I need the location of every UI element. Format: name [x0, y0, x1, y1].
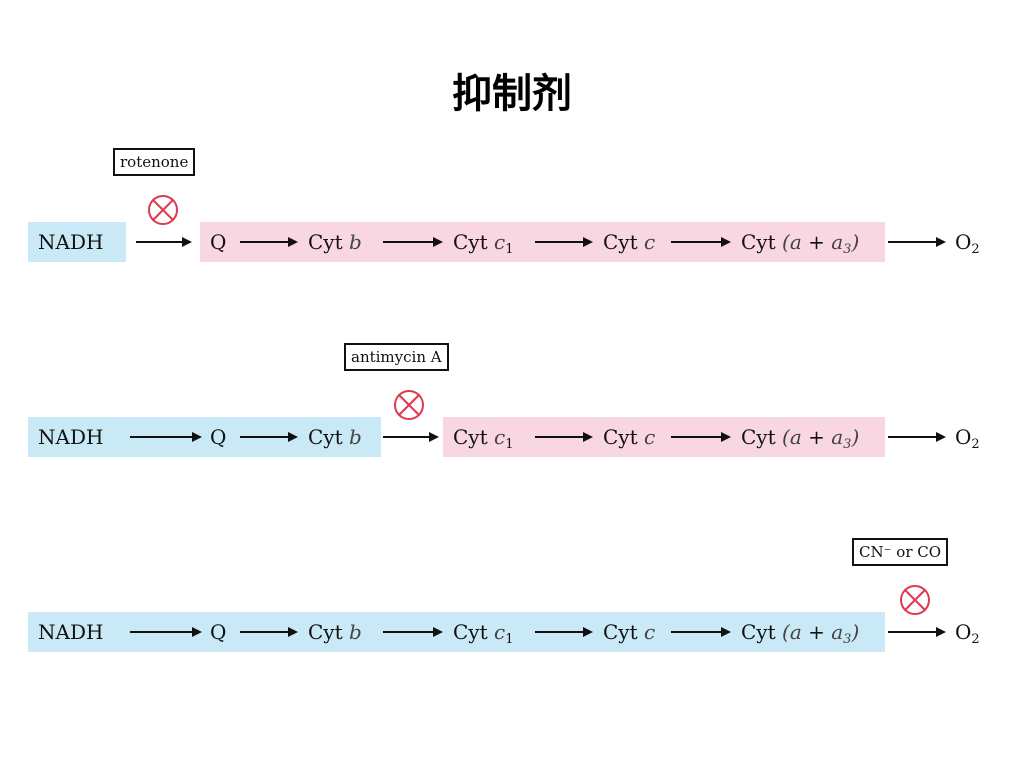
node-o2: O2 [955, 425, 980, 452]
node-cyt-c: Cyt c [603, 230, 656, 254]
inhibitor-label: rotenone [113, 148, 196, 176]
unaffected-region [28, 222, 126, 262]
node-cyt-c: Cyt c [603, 425, 656, 449]
node-nadh: NADH [38, 620, 104, 644]
inhibitor-label: CN⁻ or CO [852, 538, 949, 566]
node-cyt-aa3: Cyt (a + a3) [741, 425, 860, 452]
node-cyt-aa3: Cyt (a + a3) [741, 230, 860, 257]
node-q: Q [210, 620, 227, 644]
inhibit-icon [148, 195, 178, 225]
node-q: Q [210, 425, 227, 449]
arrow [671, 430, 731, 444]
arrow [240, 235, 298, 249]
node-cyt-b: Cyt b [308, 620, 362, 644]
node-cyt-b: Cyt b [308, 230, 362, 254]
diagram-antimycin-a: antimycin A NADH Q Cyt b Cyt c1 Cyt c Cy… [0, 335, 1024, 485]
unaffected-region [28, 417, 381, 457]
node-cyt-b: Cyt b [308, 425, 362, 449]
arrow [383, 430, 439, 444]
arrow [535, 235, 593, 249]
slide-title: 抑制剂 [452, 71, 572, 117]
arrow [888, 625, 946, 639]
inhibit-icon [900, 585, 930, 615]
node-o2: O2 [955, 620, 980, 647]
arrow [383, 625, 443, 639]
arrow [240, 430, 298, 444]
arrow [383, 235, 443, 249]
node-nadh: NADH [38, 230, 104, 254]
diagram-cyanide-co: CN⁻ or CO NADH Q Cyt b Cyt c1 Cyt c Cyt … [0, 530, 1024, 680]
node-o2: O2 [955, 230, 980, 257]
arrow [535, 430, 593, 444]
arrow [535, 625, 593, 639]
arrow [671, 235, 731, 249]
node-cyt-c1: Cyt c1 [453, 620, 514, 647]
arrow [136, 235, 192, 249]
blocked-region [443, 417, 885, 457]
arrow [240, 625, 298, 639]
arrow [130, 430, 202, 444]
inhibit-icon [394, 390, 424, 420]
node-cyt-aa3: Cyt (a + a3) [741, 620, 860, 647]
diagram-rotenone: rotenone NADH Q Cyt b Cyt c1 Cyt c Cyt (… [0, 140, 1024, 290]
arrow [888, 430, 946, 444]
node-cyt-c1: Cyt c1 [453, 230, 514, 257]
arrow [671, 625, 731, 639]
node-cyt-c: Cyt c [603, 620, 656, 644]
node-cyt-c1: Cyt c1 [453, 425, 514, 452]
arrow [130, 625, 202, 639]
node-nadh: NADH [38, 425, 104, 449]
node-q: Q [210, 230, 227, 254]
arrow [888, 235, 946, 249]
inhibitor-label: antimycin A [344, 343, 449, 371]
